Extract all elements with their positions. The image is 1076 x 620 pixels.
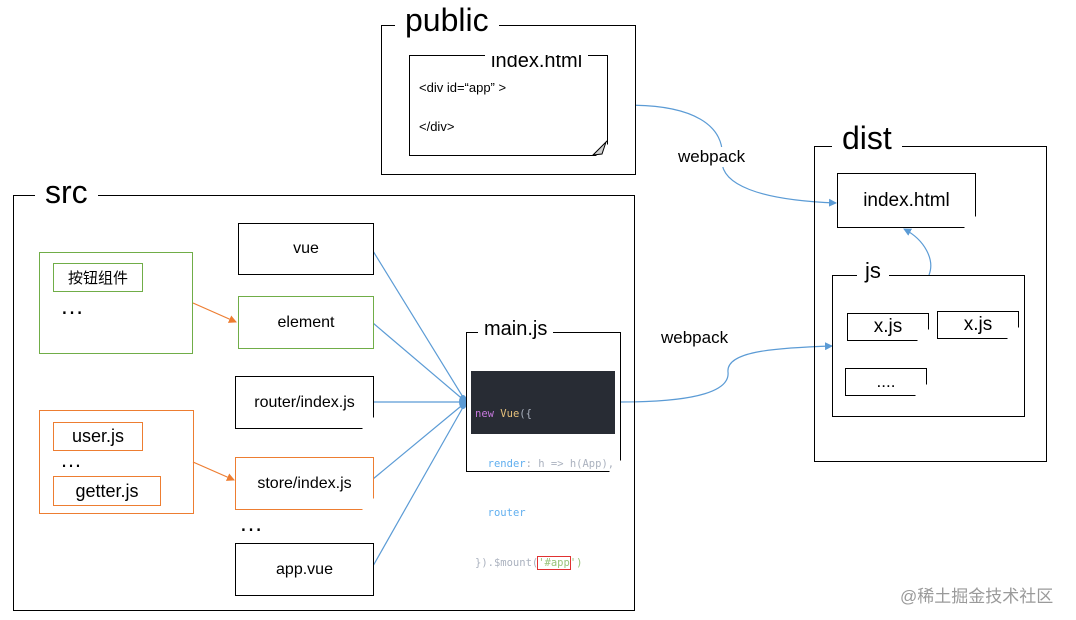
code-line-4: }).$mount('#app')	[475, 555, 583, 570]
code-line-2: render: h => h(App),	[487, 457, 615, 470]
public-title: public	[395, 2, 499, 38]
webpack-label-bottom: webpack	[661, 328, 729, 347]
dist-js-file-1: x.js	[847, 313, 929, 341]
vue-file: vue	[238, 223, 374, 275]
edge-jsbox-store	[192, 461, 235, 481]
router-index-file: router/index.js	[235, 376, 374, 429]
component-box: 按钮组件 …	[39, 252, 193, 354]
edge-main-to-dist-js	[619, 342, 833, 403]
store-index-file: store/index.js	[235, 457, 374, 510]
element-file: element	[238, 296, 374, 349]
edge-store-main	[372, 401, 467, 480]
public-doc-corner	[592, 140, 608, 156]
src-title: src	[35, 174, 98, 210]
edge-element-main	[372, 322, 467, 403]
js-box: user.js … getter.js	[39, 410, 194, 514]
edge-components-element	[192, 302, 237, 323]
button-component-item: 按钮组件	[53, 263, 143, 292]
edge-js-to-dist-index	[903, 228, 932, 276]
webpack-top-label-bg	[0, 0, 1, 1]
main-entry-dot	[459, 395, 467, 409]
watermark: @稀土掘金技术社区	[900, 587, 1054, 606]
src-files-ellipsis: …	[239, 510, 263, 537]
dist-index-html: index.html	[837, 173, 976, 228]
main-js-code: new Vue({ render: h => h(App), router })…	[471, 371, 615, 570]
public-index-html: index.html <div id=“app” > </div>	[409, 55, 608, 156]
dist-js-title: js	[857, 258, 889, 284]
code-line-1: new Vue({	[475, 408, 532, 420]
user-js-item: user.js	[53, 422, 143, 451]
public-code-line1: <div id=“app” >	[419, 80, 507, 95]
code-line-3: router	[487, 507, 526, 519]
dist-frame	[814, 146, 1047, 462]
dist-js-frame	[832, 275, 1025, 417]
edge-app-main	[372, 401, 467, 567]
public-code-line2: </div>	[419, 119, 455, 134]
main-js-title: main.js	[478, 318, 554, 341]
js-box-ellipsis: …	[60, 447, 82, 472]
app-vue-file: app.vue	[235, 543, 374, 596]
dist-js-file-2: x.js	[937, 311, 1019, 339]
dist-title: dist	[832, 120, 902, 156]
component-box-ellipsis: …	[60, 293, 84, 320]
src-frame	[13, 195, 635, 611]
getter-js-item: getter.js	[53, 476, 161, 506]
public-index-label: index.html	[485, 50, 588, 73]
webpack-label-top: webpack	[676, 147, 748, 167]
dist-js-more: ....	[845, 368, 927, 396]
edge-vue-main	[372, 250, 467, 403]
mount-target-highlight: '#app	[537, 555, 571, 570]
